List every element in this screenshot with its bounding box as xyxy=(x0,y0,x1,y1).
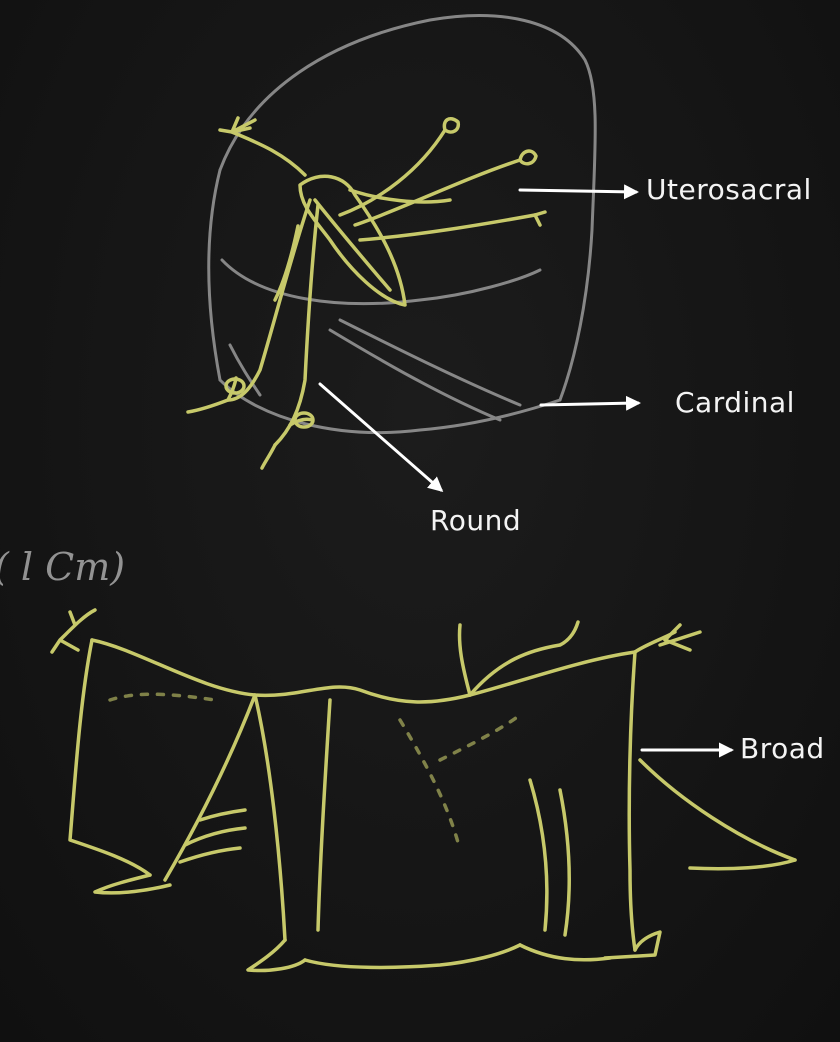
chalk-measurement-note: ( l Cm) xyxy=(0,545,126,589)
uterus-ligaments-sketch xyxy=(186,116,547,470)
label-uterosacral: Uterosacral xyxy=(646,173,812,206)
annotation-arrows xyxy=(318,184,734,758)
label-cardinal: Cardinal xyxy=(675,386,795,419)
pelvic-cylinder-outline xyxy=(207,14,597,434)
arrow-cardinal xyxy=(539,395,641,411)
arrow-round xyxy=(318,382,444,492)
label-round: Round xyxy=(430,504,522,537)
arrow-uterosacral xyxy=(518,184,639,200)
label-broad: Broad xyxy=(740,732,825,765)
broad-ligament-sketch xyxy=(50,608,797,973)
